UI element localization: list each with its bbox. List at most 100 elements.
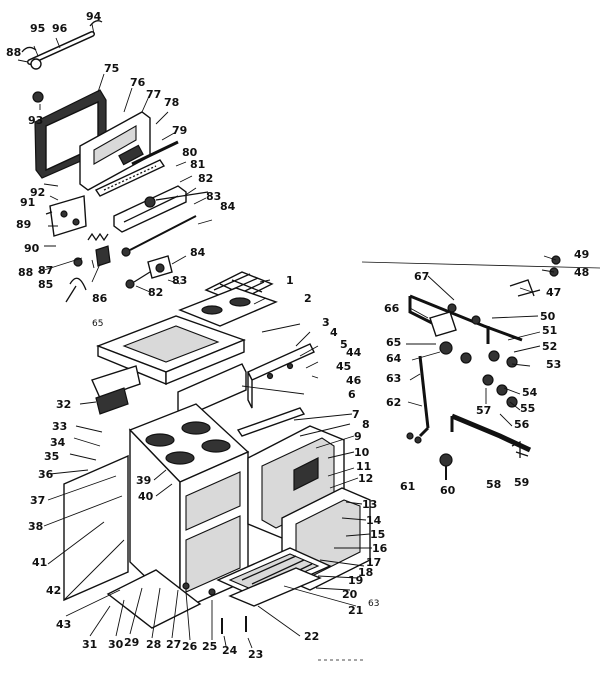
callout-79: 79: [172, 124, 187, 137]
mark-63: 63: [368, 599, 379, 609]
part-top-rod: [21, 20, 103, 70]
callout-25: 25: [202, 640, 217, 653]
callout-52: 52: [542, 340, 557, 353]
callout-4: 4: [330, 326, 338, 339]
callout-84: 84: [220, 200, 236, 213]
part-oven-body: [128, 403, 250, 612]
callout-98: 95: [30, 22, 45, 35]
callout-65: 65: [386, 336, 401, 349]
callout-78: 78: [164, 96, 179, 109]
callout-87: 82: [148, 286, 163, 299]
callout-86: 83: [172, 274, 187, 287]
callout-97: 94: [86, 10, 102, 23]
callout-15: 15: [370, 528, 385, 541]
part-trim-strip: [131, 140, 179, 166]
callout-46: 46: [346, 374, 362, 387]
callout-48: 48: [574, 266, 589, 279]
callout-41: 41: [32, 556, 47, 569]
part-orifice-61: [406, 432, 422, 444]
callout-57: 57: [476, 404, 491, 417]
part-knob: [32, 91, 44, 103]
part-control-bracket: [45, 195, 87, 237]
part-manifold-pipe: [408, 294, 523, 344]
callout-91b: 88: [18, 266, 33, 279]
callout-7: 7: [352, 408, 360, 421]
callout-90: 87: [38, 264, 53, 277]
callout-81: 81: [190, 158, 205, 171]
callout-44: 44: [346, 346, 362, 359]
part-screw-88: [65, 257, 87, 303]
callout-16: 16: [372, 542, 388, 555]
callout-24: 24: [222, 644, 238, 657]
part-control-panel-32: [91, 365, 141, 415]
callout-96: 93: [28, 114, 43, 127]
callout-61: 61: [400, 480, 415, 493]
part-burner-tube: [121, 191, 209, 257]
callout-53: 53: [546, 358, 561, 371]
callout-2: 2: [304, 292, 312, 305]
part-pilot-tube-62: [418, 355, 430, 438]
callout-75: 75: [104, 62, 119, 75]
callout-51: 51: [542, 324, 557, 337]
callout-18: 18: [358, 566, 373, 579]
callout-66: 66: [384, 302, 400, 315]
callout-33: 33: [52, 420, 67, 433]
callout-22: 22: [304, 630, 319, 643]
mark-65: 65: [92, 319, 103, 329]
callout-21: 21: [348, 604, 363, 617]
callout-6: 6: [348, 388, 356, 401]
callout-37: 37: [30, 494, 45, 507]
part-rear-bracket-7: [236, 407, 306, 437]
callout-39: 39: [136, 474, 151, 487]
callout-89: 86: [92, 292, 108, 305]
part-clip-89: [95, 245, 111, 267]
callout-38: 38: [28, 520, 43, 533]
callout-58: 58: [486, 478, 501, 491]
callout-labels: 95 96 94 88 93 75 76 77 78 79 80 81 82 8…: [6, 10, 589, 661]
callout-40: 40: [138, 490, 154, 503]
callout-93: 90: [24, 242, 40, 255]
part-valve-85: [125, 255, 173, 289]
part-bottom-drawer-31: [106, 569, 202, 629]
callout-13: 13: [362, 498, 377, 511]
callout-88: 85: [38, 278, 53, 291]
callout-77: 77: [146, 88, 161, 101]
part-broiler-pan-20: [216, 547, 332, 599]
callout-34: 34: [50, 436, 66, 449]
callout-54: 54: [522, 386, 538, 399]
part-valves-cluster: [429, 311, 518, 408]
leader-lines: [17, 23, 557, 649]
callout-63: 63: [386, 372, 401, 385]
callout-3: 3: [322, 316, 330, 329]
part-side-rail-4: [247, 343, 315, 409]
callout-55: 55: [520, 402, 535, 415]
callout-5: 5: [340, 338, 348, 351]
callout-8: 8: [362, 418, 370, 431]
callout-30: 30: [108, 638, 124, 651]
callout-64: 64: [386, 352, 402, 365]
part-burner-plate-2: [178, 287, 278, 327]
part-broiler-rack-21: [228, 567, 322, 607]
callout-49: 49: [574, 248, 589, 261]
callout-14: 14: [366, 514, 382, 527]
callout-12: 12: [358, 472, 373, 485]
callout-80: 80: [182, 146, 198, 159]
callout-32: 32: [56, 398, 71, 411]
callout-94: 91: [20, 196, 35, 209]
callout-60: 60: [440, 484, 456, 497]
callout-11: 11: [356, 460, 371, 473]
part-bracket-b: [113, 185, 187, 233]
callout-76: 76: [130, 76, 146, 89]
part-regulator-60: [439, 453, 453, 480]
callout-9: 9: [354, 430, 362, 443]
part-bracket-59: [511, 440, 529, 458]
callout-85: 84: [190, 246, 206, 259]
callout-82: 82: [198, 172, 213, 185]
callout-99: 96: [52, 22, 68, 35]
part-spring: [87, 232, 109, 242]
part-top-clips-47-49: [509, 255, 561, 297]
callout-1: 1: [286, 274, 294, 287]
part-screws-23-27: [182, 582, 247, 634]
callout-56: 56: [514, 418, 530, 431]
